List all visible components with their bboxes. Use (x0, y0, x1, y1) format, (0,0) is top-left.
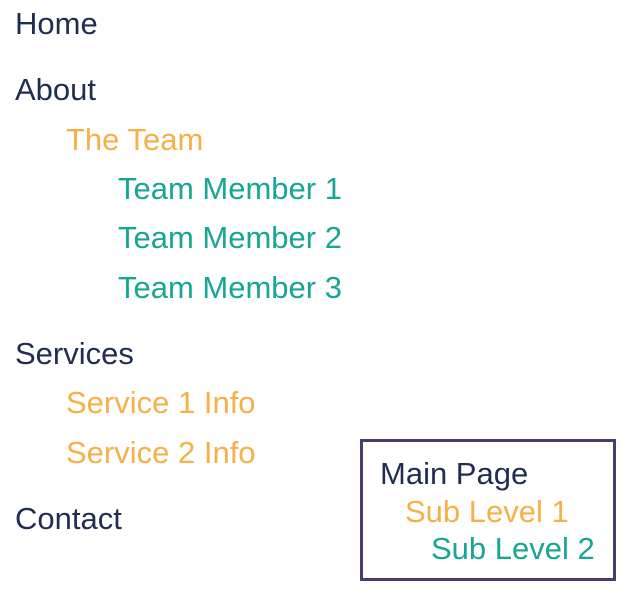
nav-item-service-1-info[interactable]: Service 1 Info (66, 385, 256, 420)
nav-item-team-member-1[interactable]: Team Member 1 (118, 171, 342, 206)
nav-item-team-member-3[interactable]: Team Member 3 (118, 270, 342, 305)
nav-item-the-team[interactable]: The Team (66, 122, 204, 157)
legend-sub-level-2: Sub Level 2 (431, 531, 595, 566)
nav-item-home[interactable]: Home (15, 6, 98, 41)
nav-item-contact[interactable]: Contact (15, 501, 122, 536)
nav-item-service-2-info[interactable]: Service 2 Info (66, 435, 256, 470)
nav-item-services[interactable]: Services (15, 336, 134, 371)
legend-main-page: Main Page (380, 456, 529, 491)
legend-sub-level-1: Sub Level 1 (405, 494, 569, 529)
level-legend: Main Page Sub Level 1 Sub Level 2 (360, 439, 616, 581)
nav-item-about[interactable]: About (15, 72, 97, 107)
nav-item-team-member-2[interactable]: Team Member 2 (118, 220, 342, 255)
